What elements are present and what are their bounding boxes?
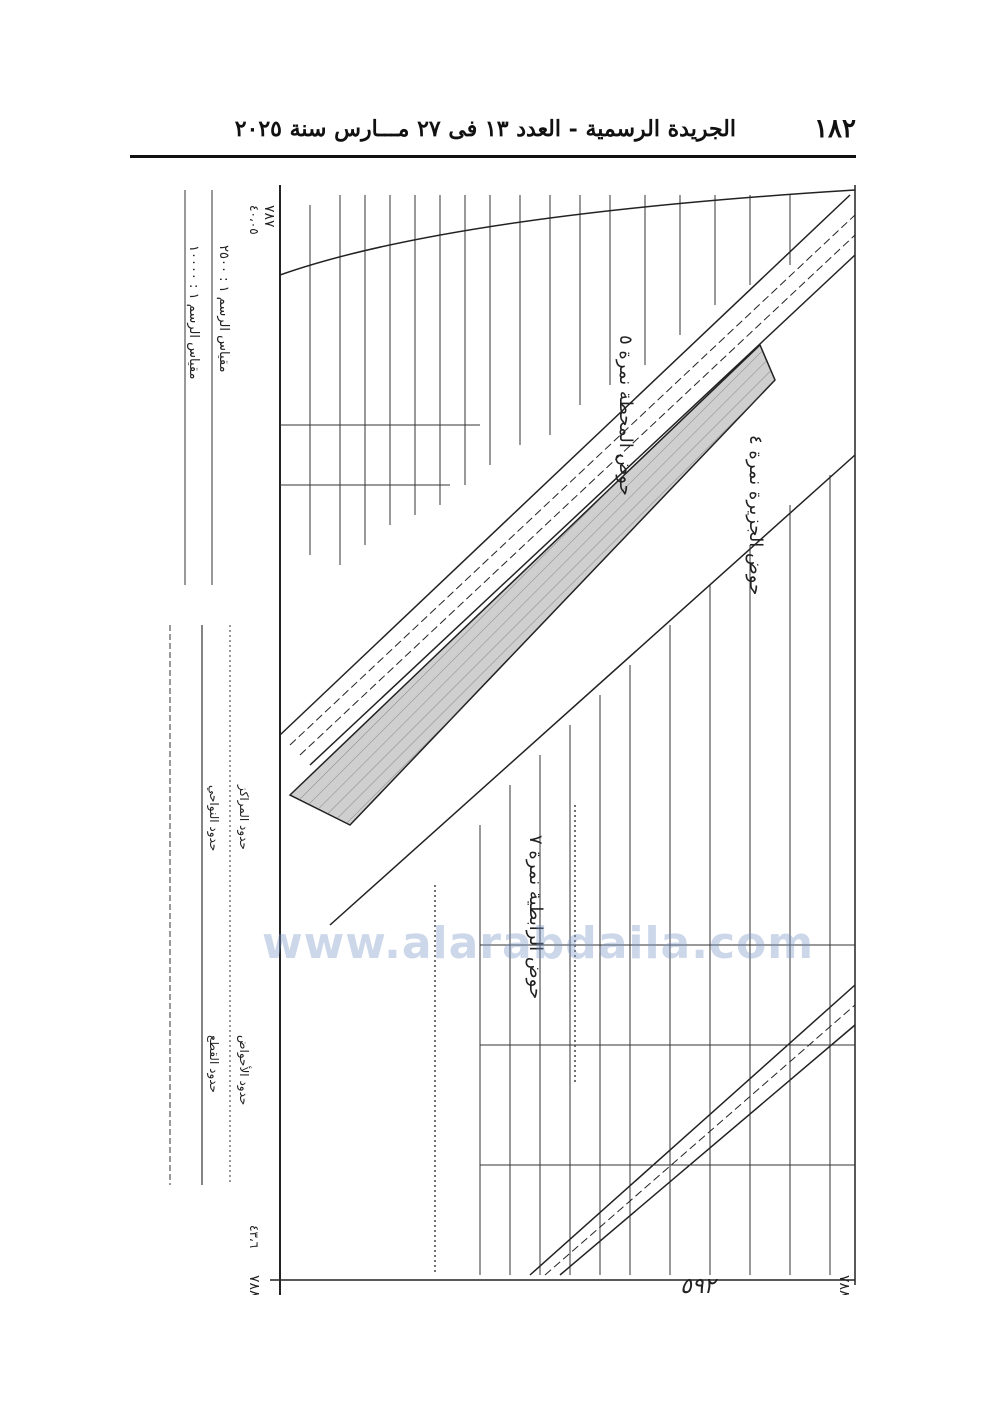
margin-number-bottom-left: ٧٨٨ — [246, 1275, 262, 1295]
legend-item-1: حدود المراكز — [236, 784, 251, 850]
page-number: ١٨٢ — [814, 114, 856, 144]
parcel-lines-top — [309, 195, 791, 565]
basin-label-bottom: حوض الرابطية نمرة ٧ — [525, 835, 546, 999]
legend-item-3: حدود الأحواض — [236, 1035, 252, 1105]
legend-item-2: حدود النواحي — [206, 785, 221, 851]
parcel-hatching — [290, 345, 775, 825]
header-divider — [130, 155, 856, 158]
basin-label-middle: حوض الجزيرة نمرة ٤ — [745, 435, 766, 595]
cross-lines — [280, 424, 855, 1166]
handwritten-note: ٥٩٢ — [680, 1274, 719, 1295]
road-corridor — [279, 194, 856, 766]
basin-label-top: حوض المحطة نمرة ٥ — [615, 335, 636, 496]
top-curve-boundary — [279, 189, 856, 276]
margin-number-bottom-right: ٧٨٨ — [836, 1275, 852, 1295]
margin-number-top-left: ٧٨٧ — [261, 205, 277, 228]
scale-text-1: مقياس الرسم ١ : ٢٥٠٠ — [216, 245, 231, 372]
header-title: الجريدة الرسمية - العدد ١٣ فى ٢٧ مـــارس… — [234, 116, 736, 142]
margin-coordinate-2: ٤٣،٦ — [247, 1225, 261, 1248]
parcel-lines-middle — [479, 475, 831, 1275]
page-header: ١٨٢ الجريدة الرسمية - العدد ١٣ فى ٢٧ مــ… — [130, 110, 856, 152]
legend-item-4: حدود القطع — [206, 1035, 221, 1093]
basin-boundary-lower — [329, 454, 856, 1276]
dotted-lines — [434, 805, 576, 1275]
map-drawing: حوض المحطة نمرة ٥ حوض الجزيرة نمرة ٤ حوض… — [169, 185, 856, 1295]
cadastral-map: حوض المحطة نمرة ٥ حوض الجزيرة نمرة ٤ حوض… — [150, 185, 860, 1295]
scale-text-2: مقياس الرسم ١ : ١٠٠٠٠ — [186, 245, 201, 379]
margin-coordinate-1: ٤٠،٠٥ — [247, 205, 261, 235]
